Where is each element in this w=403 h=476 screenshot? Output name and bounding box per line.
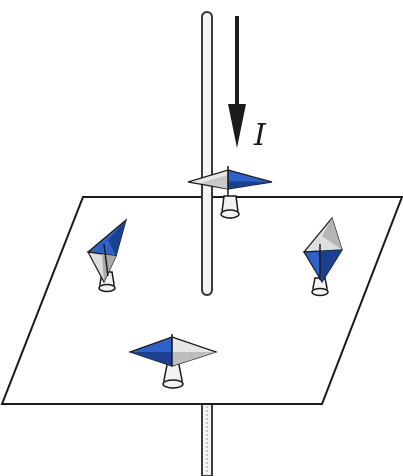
current-arrow <box>228 16 246 148</box>
compass-right <box>302 216 344 297</box>
compass-bottom <box>128 334 218 389</box>
wire-upper-segment <box>201 11 213 296</box>
compass-left <box>86 218 128 293</box>
compass-top <box>187 166 273 219</box>
wire-lower-segment <box>201 403 213 476</box>
current-label: I <box>253 118 267 153</box>
